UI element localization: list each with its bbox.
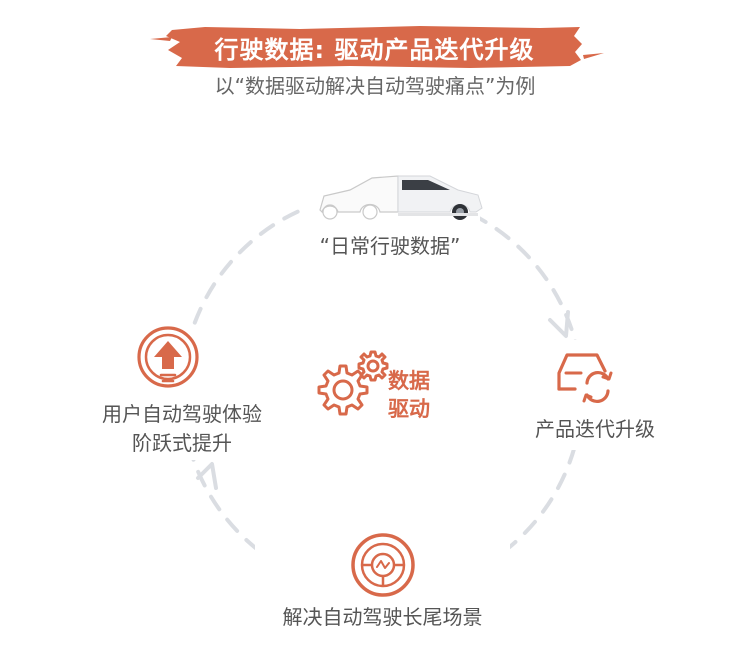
- title-banner: [150, 26, 604, 68]
- page-title: 行驶数据: 驱动产品迭代升级: [214, 35, 535, 64]
- node-top-label: “日常行驶数据”: [319, 234, 461, 258]
- arrow-head-left: [196, 462, 218, 490]
- node-right-label: 产品迭代升级: [535, 417, 655, 441]
- page-subtitle: 以“数据驱动解决自动驾驶痛点”为例: [214, 74, 536, 98]
- node-left-line2: 阶跃式提升: [132, 431, 232, 455]
- center-label: 数据 驱动: [388, 367, 448, 423]
- center-line2: 驱动: [388, 397, 430, 421]
- car-icon: [319, 175, 483, 220]
- arrow-head-right: [548, 310, 570, 338]
- node-left-line1: 用户自动驾驶体验: [102, 402, 262, 426]
- steering-wheel-icon: [351, 533, 415, 597]
- node-left-label: 用户自动驾驶体验 阶跃式提升: [82, 400, 282, 458]
- car-refresh-icon: [557, 353, 613, 404]
- gears-icon: [317, 350, 389, 416]
- center-line1: 数据: [388, 369, 430, 393]
- arrow-up-icon: [137, 326, 199, 388]
- node-bottom-label: 解决自动驾驶长尾场景: [282, 605, 483, 629]
